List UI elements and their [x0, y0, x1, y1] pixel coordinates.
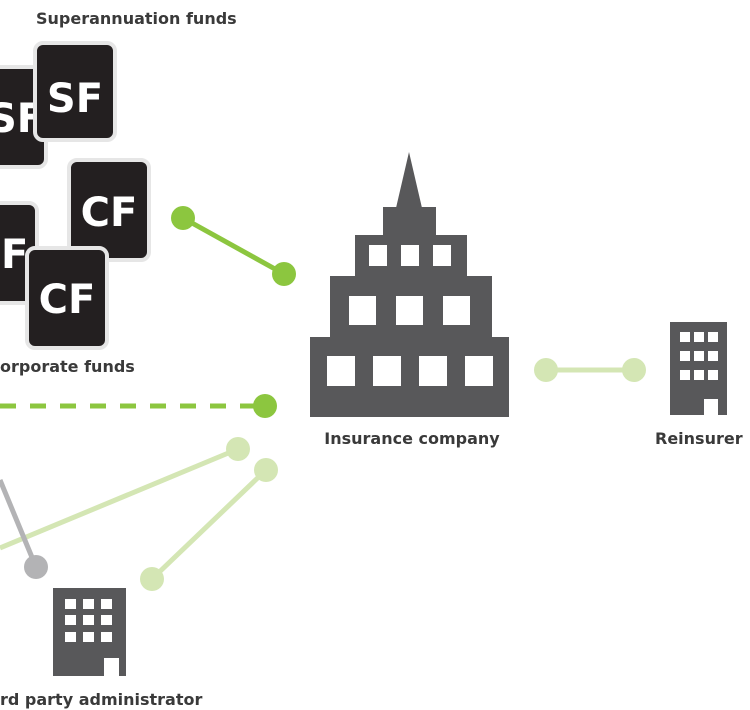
insurance-company-building-icon [310, 152, 509, 417]
connector-administrator-insurance [140, 458, 278, 591]
superannuation-funds-label: Superannuation funds [36, 9, 237, 28]
administrator-building-icon [53, 588, 126, 676]
connector-left-insurance [0, 437, 250, 551]
connector-insurance-reinsurer [534, 358, 646, 382]
reinsurer-building-icon [670, 322, 727, 415]
reinsurer-label: Reinsurer [655, 429, 743, 448]
administrator-label: rd party administrator [0, 690, 202, 709]
superannuation-fund-card-front: SF [33, 41, 117, 142]
corporate-funds-label: orporate funds [0, 357, 135, 376]
corporate-fund-card-front: CF [25, 246, 109, 350]
svg-text:CF: CF [39, 277, 96, 323]
svg-text:CF: CF [0, 232, 28, 278]
corporate-fund-card-top: CF [67, 158, 151, 262]
connector-grey-administrator [0, 479, 48, 579]
insurance-company-label: Insurance company [324, 429, 500, 448]
connector-dashed-insurance [0, 394, 277, 418]
connector-corporate-insurance [171, 206, 296, 286]
svg-text:CF: CF [81, 190, 138, 236]
svg-text:SF: SF [47, 76, 103, 122]
